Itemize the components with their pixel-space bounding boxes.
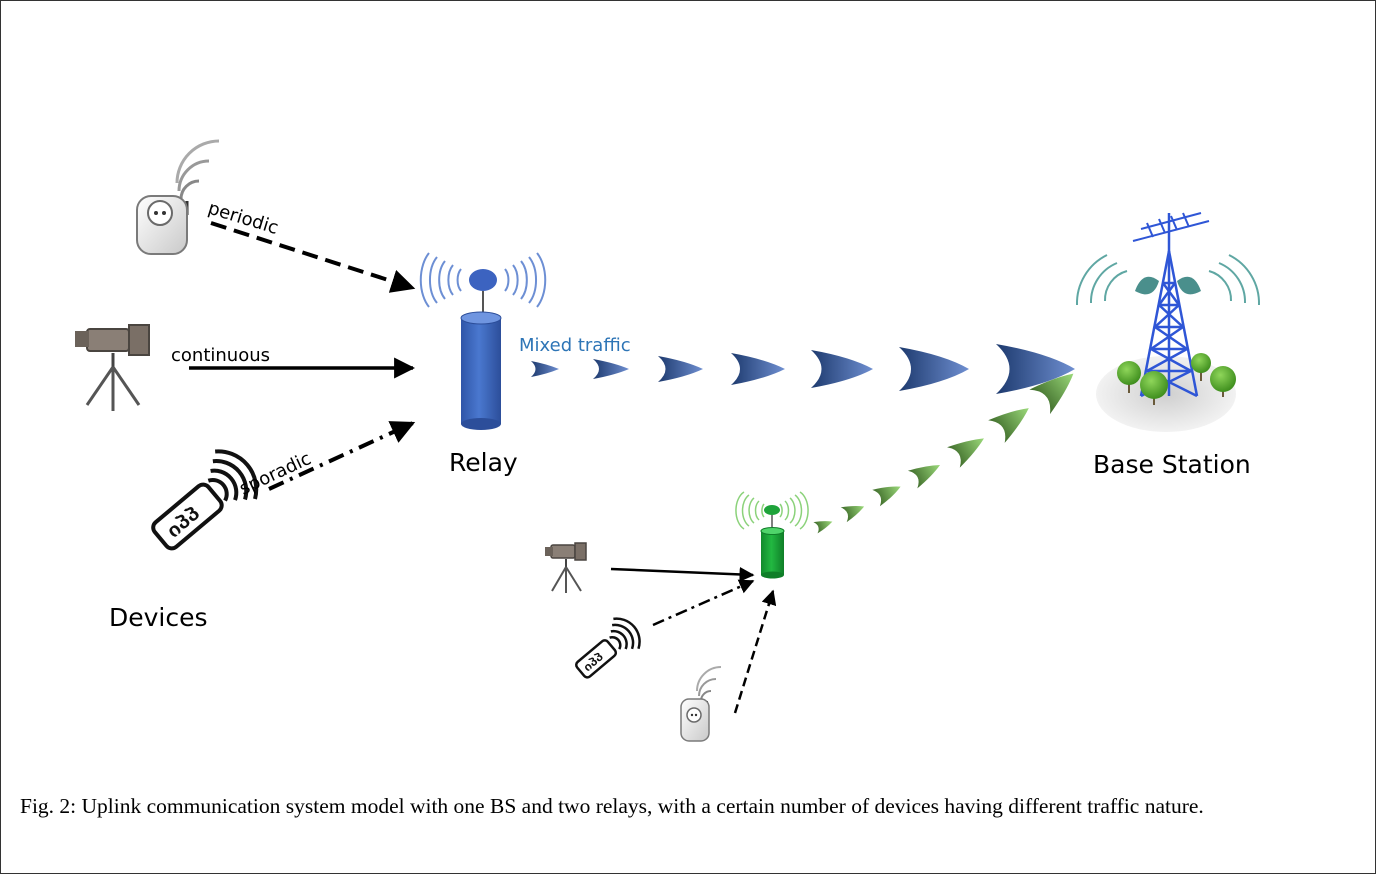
continuous-label: continuous	[171, 345, 270, 366]
relay-tower-icon	[735, 491, 809, 579]
rfid-tag-icon: იპპ	[575, 617, 641, 679]
mixed-traffic-label: Mixed traffic	[519, 335, 631, 356]
video-camera-icon	[545, 542, 587, 593]
rfid-tag-icon: იპპ	[151, 449, 259, 551]
trees	[1117, 353, 1236, 405]
devices-label: Devices	[109, 603, 208, 632]
periodic-link	[210, 221, 416, 293]
figure-caption: Fig. 2: Uplink communication system mode…	[20, 794, 1204, 818]
smart-plug-icon	[136, 139, 220, 255]
sporadic-link	[268, 421, 416, 491]
smart-plug-icon	[680, 666, 722, 742]
sporadic-link-2	[652, 579, 755, 627]
relay-uplink-chevrons	[531, 344, 1075, 394]
relay-tower-icon	[419, 252, 547, 430]
periodic-link-2	[733, 589, 777, 714]
continuous-link-2	[610, 566, 755, 582]
video-camera-icon	[75, 324, 150, 411]
relay2-uplink-chevrons	[813, 373, 1074, 534]
base-station-label: Base Station	[1093, 450, 1251, 479]
base-station-icon	[1075, 212, 1261, 432]
system-diagram: იპპ periodic continuous sporadic Relay M…	[75, 139, 1261, 742]
relay-label: Relay	[449, 448, 518, 477]
